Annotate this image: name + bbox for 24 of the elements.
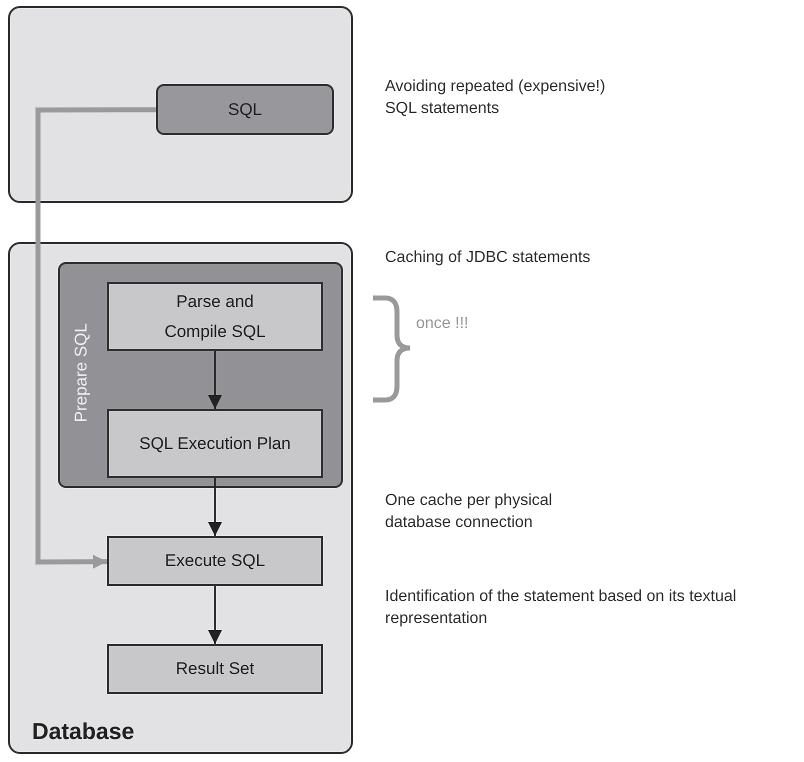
arrow — [208, 478, 222, 536]
panel-title: Database — [32, 716, 134, 746]
process-box — [107, 409, 323, 478]
process-box — [107, 282, 323, 351]
note-text: Avoiding repeated (expensive!) SQL statements — [385, 77, 606, 119]
group-title: Prepare SQL — [70, 322, 92, 424]
prepare-group-box — [58, 262, 343, 488]
note-text: once !!! — [416, 314, 470, 334]
result-box — [107, 644, 323, 694]
arrow — [208, 586, 222, 644]
database-panel — [8, 242, 353, 754]
server-panel — [8, 6, 353, 203]
note-text: Identification of the statement based on its textual representation — [385, 587, 738, 629]
box-label: Result Set — [176, 658, 254, 680]
box-label: SQL Execution Plan — [139, 432, 291, 454]
box-label: Execute SQL — [164, 550, 266, 572]
box-label: SQL — [228, 98, 262, 121]
sql-box — [156, 84, 334, 135]
note-text: Caching of JDBC statements — [385, 248, 592, 268]
process-box — [107, 536, 323, 586]
note-text: One cache per physical database connection — [385, 491, 554, 533]
arrow — [36, 107, 156, 569]
box-label: Parse and Compile SQL — [163, 290, 267, 342]
arrow — [208, 351, 222, 409]
